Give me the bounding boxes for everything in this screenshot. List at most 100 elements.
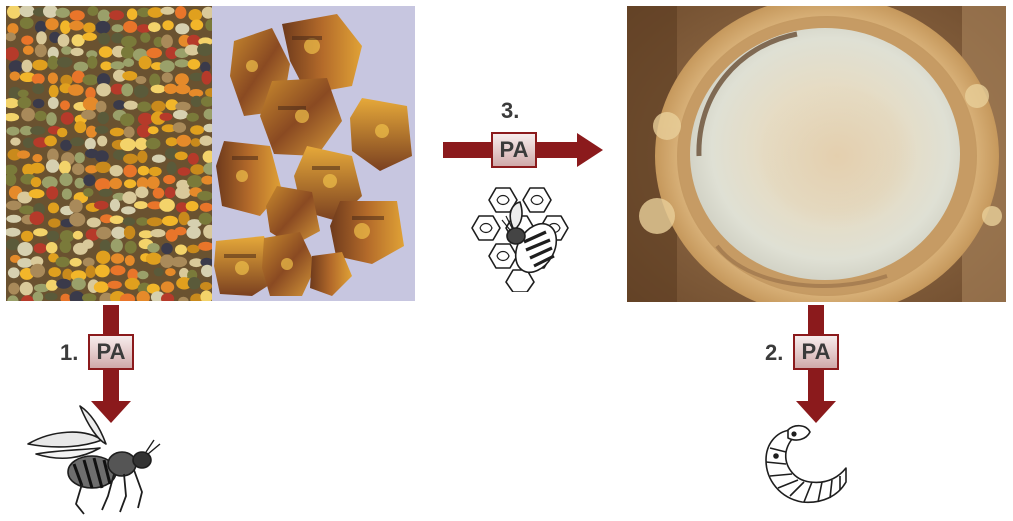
pollen-granule [57,128,67,138]
pollen-granule [75,178,85,189]
pollen-granule [200,282,212,290]
pollen-granule [153,188,165,199]
pollen-granule [187,113,199,122]
pollen-granule [70,258,82,267]
pollen-granule [165,268,176,276]
pollen-granule [100,240,111,252]
pollen-granule [162,72,173,82]
pollen-granule [154,268,164,277]
pollen-granule [60,100,70,110]
pollen-granule [98,33,110,45]
pollen-granule [111,253,124,263]
pollen-granule [20,282,33,296]
pollen-granule [30,264,45,278]
pollen-granule [34,243,47,253]
pollen-granule [48,267,61,277]
pollen-granule [20,17,34,29]
pollen-granule [146,48,162,58]
pollen-granule [162,216,178,226]
pollen-granule [175,102,190,112]
pollen-granule [32,60,47,71]
pollen-granule [35,44,47,57]
pollen-granule [6,201,22,211]
pollen-granule [99,189,113,197]
pollen-granule [108,281,122,289]
pollen-granule [95,21,110,34]
pollen-granule [46,242,58,253]
pollen-granule [33,228,48,236]
pollen-granule [23,46,34,55]
pollen-granule [70,10,85,21]
pollen-granule [71,48,84,56]
pollen-granule [48,97,59,109]
pollen-granule [202,71,212,85]
pollen-granule [137,102,151,112]
pollen-granule [46,186,58,199]
pollen-granule [46,112,57,126]
pollen-granule [85,138,96,150]
pollen-granule [59,173,72,186]
pollen-granule [57,57,73,68]
pollen-granule [74,62,89,72]
pollen-granule [165,187,176,198]
pollen-granule [171,257,187,268]
pollen-granule [46,159,59,172]
step-1-pa-label: PA [88,334,134,370]
pollen-granule [110,215,124,224]
pollen-granule [167,162,177,175]
pollen-granule [87,56,97,69]
pollen-granule [44,136,57,147]
pollen-granule [137,151,147,164]
pollen-granule [100,61,112,70]
pollen-granule [82,33,97,41]
pollen-granule [113,100,125,110]
pollen-granule [151,85,166,94]
pollen-granule [33,99,45,109]
pollen-granule [48,218,61,227]
pollen-granule [123,217,135,226]
pollen-granule [147,217,163,226]
pollen-granule [190,20,203,31]
pollen-granule [72,163,84,175]
pollen-granule [21,108,35,122]
pollen-granule [109,178,122,189]
pollen-granule [86,126,97,138]
pollen-granule [186,226,200,239]
pollen-granule [30,163,45,174]
pollen-granule [175,84,190,94]
pollen-granule [161,281,174,292]
pollen-granule [56,279,71,289]
pollen-granule [110,165,123,176]
pollen-granule [17,258,32,268]
pollen-granule [112,24,124,32]
pollen-granule [22,60,33,73]
pollen-granule [125,278,140,290]
pollen-granule [161,35,173,49]
pollen-granule [17,150,30,158]
pollen-granule [56,257,71,268]
pollen-granule [30,126,45,135]
pollen-granule [188,277,201,289]
pollen-granule [62,189,72,200]
pollen-granule [151,101,165,112]
pollen-granule [21,36,33,45]
pollen-granule [188,153,199,165]
pollen-granule [23,138,34,149]
pollen-granule [48,73,58,84]
pollen-granule [46,280,58,291]
pollen-granule [60,240,72,253]
pollen-granule [175,227,187,236]
pollen-granule [8,267,20,278]
pollen-granule [10,138,20,146]
pollen-granule [148,22,161,32]
pollen-granule [56,8,70,18]
pollen-granules [6,6,212,301]
step-2-pa-label: PA [793,334,839,370]
adult-bee-icon [22,404,162,516]
pollen-granule [29,189,45,198]
pollen-granule [32,74,45,85]
pollen-granule [9,60,23,73]
pollen-granule [96,227,111,240]
pollen-granule [111,61,125,69]
pollen-granule [159,199,175,212]
